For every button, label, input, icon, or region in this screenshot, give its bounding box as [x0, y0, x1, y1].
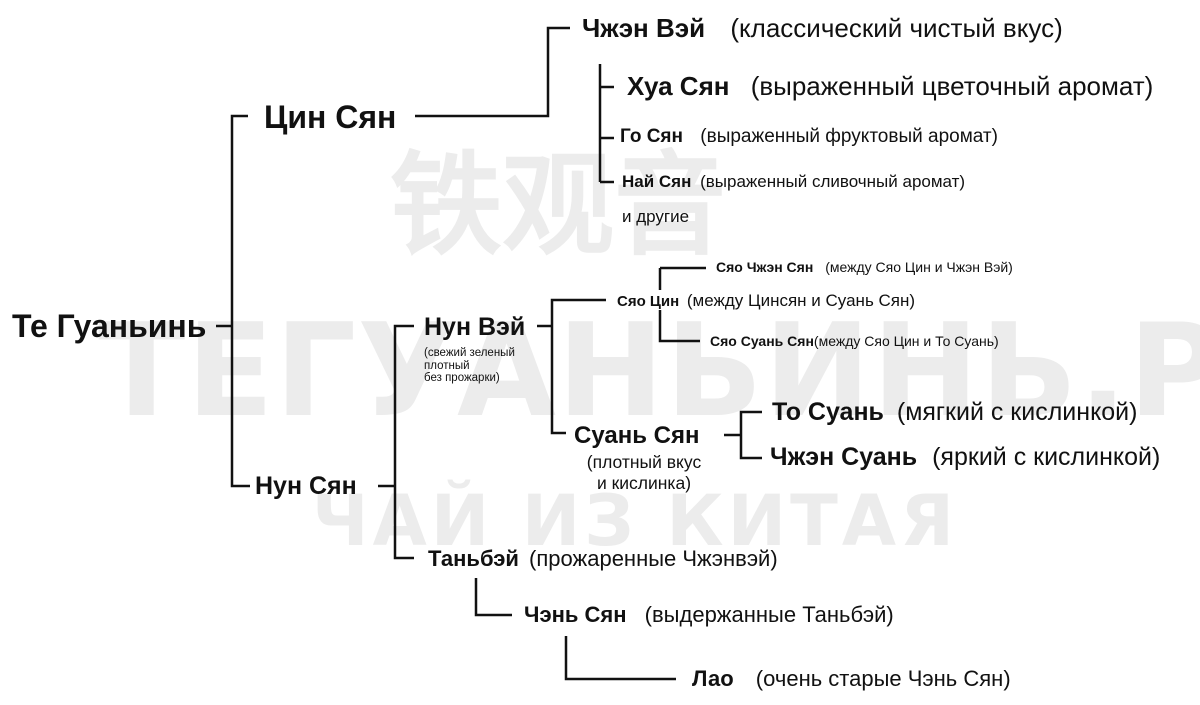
node-zheng-suan-desc: (яркий с кислинкой) — [932, 443, 1161, 471]
node-guo-xiang-name: Го Сян — [620, 126, 683, 147]
node-xiao-suan-xiang-name: Сяо Суань Сян — [710, 333, 814, 349]
watermark-domain: ТЕГУАНЬИНЬ.РФ — [98, 297, 1200, 446]
node-root: Те Гуаньинь — [12, 308, 206, 345]
connector-chenxiang-lao — [564, 636, 676, 681]
node-zheng-suan-name: Чжэн Суань — [770, 443, 918, 471]
node-nong-wei-desc-line-3: без прожарки) — [424, 372, 500, 385]
node-nong-wei-name: Нун Вэй — [424, 313, 526, 341]
connector-nongxiang-branches — [393, 324, 414, 560]
connector-xiaoqing-down — [658, 310, 700, 343]
node-suan-xiang-desc-line-1: (плотный вкус — [586, 452, 702, 472]
node-nong-wei-desc-line-1: (свежий зеленый — [424, 347, 515, 359]
node-suan-xiang-desc-line-2: и кислинка) — [596, 472, 692, 493]
node-guo-xiang: Го Сян (выраженный фруктовый аромат) — [620, 126, 998, 148]
node-guo-xiang-desc: (выраженный фруктовый аромат) — [700, 126, 998, 147]
node-nong-wei-desc-line-2: плотный — [424, 359, 470, 372]
node-tan-bei: Таньбэй (прожаренные Чжэнвэй) — [428, 546, 778, 571]
node-others: и другие — [622, 207, 690, 226]
node-zheng-wei-desc: (классический чистый вкус) — [730, 13, 1063, 43]
node-nong-xiang: Нун Сян — [255, 472, 357, 501]
node-nong-xiang-name: Нун Сян — [255, 472, 357, 500]
node-nong-wei: Нун Вэй — [424, 313, 525, 342]
connector-qingxiang-zhengwei — [415, 26, 570, 118]
watermark-tagline: ЧАЙ ИЗ КИТАЯ — [312, 480, 959, 562]
node-qing-xiang: Цин Сян — [264, 99, 396, 136]
node-chen-xiang-desc: (выдержанные Таньбэй) — [644, 602, 894, 627]
node-zheng-wei: Чжэн Вэй (классический чистый вкус) — [582, 13, 1063, 44]
node-tan-bei-name: Таньбэй — [428, 546, 519, 571]
node-lao-name: Лао — [692, 666, 734, 691]
node-suan-xiang-desc: (плотный вкус и кислинка) — [560, 452, 728, 493]
connector-root-branches — [230, 114, 250, 488]
node-nai-xiang-desc: (выраженный сливочный аромат) — [700, 172, 966, 191]
node-zheng-wei-name: Чжэн Вэй — [582, 13, 706, 43]
node-hua-xiang-name: Хуа Сян — [627, 71, 730, 101]
node-xiao-qing-desc: (между Цинсян и Суань Сян) — [686, 291, 916, 310]
node-lao: Лао (очень старые Чэнь Сян) — [692, 666, 1011, 691]
node-xiao-zheng-xiang-desc: (между Сяо Цин и Чжэн Вэй) — [825, 259, 1013, 275]
node-xiao-suan-xiang-desc: (между Сяо Цин и То Суань) — [813, 333, 999, 349]
watermark-chinese: 铁观音 — [390, 141, 726, 271]
node-tuo-suan: То Суань (мягкий с кислинкой) — [772, 398, 1137, 427]
node-xiao-zheng-xiang: Сяо Чжэн Сян (между Сяо Цин и Чжэн Вэй) — [716, 259, 1013, 275]
node-lao-desc: (очень старые Чэнь Сян) — [755, 666, 1011, 691]
node-nai-xiang-name: Най Сян — [622, 172, 692, 191]
node-chen-xiang: Чэнь Сян (выдержанные Таньбэй) — [524, 602, 894, 627]
node-xiao-suan-xiang: Сяо Суань Сян(между Сяо Цин и То Суань) — [710, 333, 999, 349]
node-nai-xiang: Най Сян (выраженный сливочный аромат) — [622, 172, 965, 192]
connector-suan-branches — [739, 410, 762, 460]
node-nong-wei-desc: (свежий зеленый плотный без прожарки) — [424, 347, 515, 385]
node-hua-xiang: Хуа Сян (выраженный цветочный аромат) — [627, 71, 1154, 102]
node-hua-xiang-desc: (выраженный цветочный аромат) — [750, 71, 1154, 101]
connector-tanbei-chenxiang — [474, 578, 512, 617]
node-xiao-zheng-xiang-name: Сяо Чжэн Сян — [716, 259, 814, 275]
node-suan-xiang: Суань Сян — [574, 422, 699, 450]
node-root-name: Те Гуаньинь — [12, 308, 207, 344]
node-tuo-suan-desc: (мягкий с кислинкой) — [896, 398, 1138, 426]
node-zheng-suan: Чжэн Суань (яркий с кислинкой) — [770, 443, 1160, 472]
node-chen-xiang-name: Чэнь Сян — [524, 602, 627, 627]
node-xiao-qing: Сяо Цин (между Цинсян и Суань Сян) — [617, 291, 915, 311]
node-tuo-suan-name: То Суань — [772, 398, 884, 426]
node-suan-xiang-name: Суань Сян — [574, 422, 700, 449]
node-xiao-qing-name: Сяо Цин — [617, 293, 680, 310]
connector-nongwei-branches — [550, 298, 606, 435]
node-tan-bei-desc: (прожаренные Чжэнвэй) — [529, 546, 778, 571]
node-qing-xiang-name: Цин Сян — [264, 99, 397, 135]
